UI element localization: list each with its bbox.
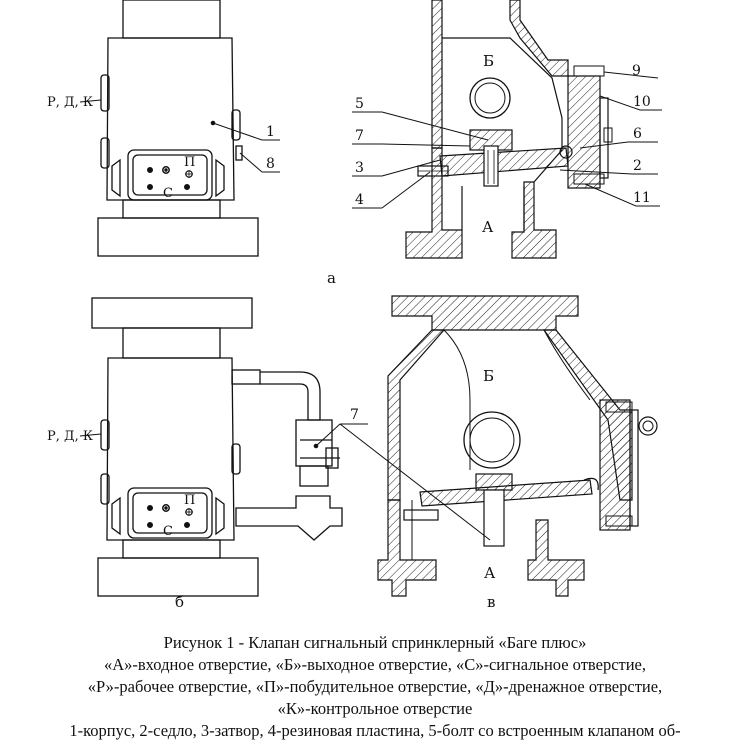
view-a-exterior	[97, 0, 259, 257]
callout-3: 3	[355, 160, 364, 176]
view-v-label: в	[487, 593, 495, 611]
section-top-leaders-right	[559, 71, 662, 207]
view-b-port-holes	[147, 504, 193, 528]
callout-11: 11	[633, 190, 651, 206]
callout-6: 6	[633, 126, 642, 142]
view-b-side-label: Р, Д, К	[47, 429, 93, 444]
section-bottom-callout-7: 7	[350, 407, 359, 423]
section-top-zone-b: Б	[483, 52, 494, 70]
section-top-drawing	[405, 0, 613, 259]
view-b-port-c-label: С	[163, 524, 173, 539]
section-bottom-zone-a: А	[484, 564, 496, 582]
callout-9: 9	[632, 63, 641, 79]
callout-7: 7	[355, 128, 364, 144]
section-bottom-leaders	[313, 423, 491, 541]
callout-2: 2	[633, 158, 642, 174]
callout-1: 1	[266, 124, 275, 140]
callout-8: 8	[266, 156, 275, 172]
figure-legend-line-2: «Р»-рабочее отверстие, «П»-побудительное…	[87, 677, 663, 696]
figure-legend-line-4: 1-корпус, 2-седло, 3-затвор, 4-резиновая…	[69, 721, 681, 740]
view-a-port-holes	[147, 166, 193, 190]
section-bottom-drawing	[377, 295, 658, 597]
figure-title: Рисунок 1 - Клапан сигнальный спринклерн…	[163, 633, 587, 652]
view-b-label: б	[175, 593, 184, 611]
figure-legend-line-3: «К»-контрольное отверстие	[277, 699, 473, 718]
view-a-port-p-label: П	[184, 155, 195, 170]
section-top-zone-a: А	[482, 218, 494, 236]
section-top-leaders-left	[352, 111, 489, 209]
view-a-side-label: Р, Д, К	[47, 95, 93, 110]
view-b-side-leader	[79, 433, 102, 437]
section-bottom-zone-b: Б	[483, 367, 494, 385]
figure-legend-line-1: «А»-входное отверстие, «Б»-выходное отве…	[103, 655, 647, 674]
callout-5: 5	[355, 96, 364, 112]
view-b-port-p-label: П	[184, 493, 195, 508]
callout-10: 10	[633, 94, 651, 110]
callout-4: 4	[355, 192, 364, 208]
view-a-label: а	[327, 269, 336, 287]
view-a-port-c-label: С	[163, 186, 173, 201]
view-a-leaders	[210, 120, 280, 173]
view-a-side-leader	[79, 99, 102, 103]
view-b-exterior	[91, 297, 343, 597]
